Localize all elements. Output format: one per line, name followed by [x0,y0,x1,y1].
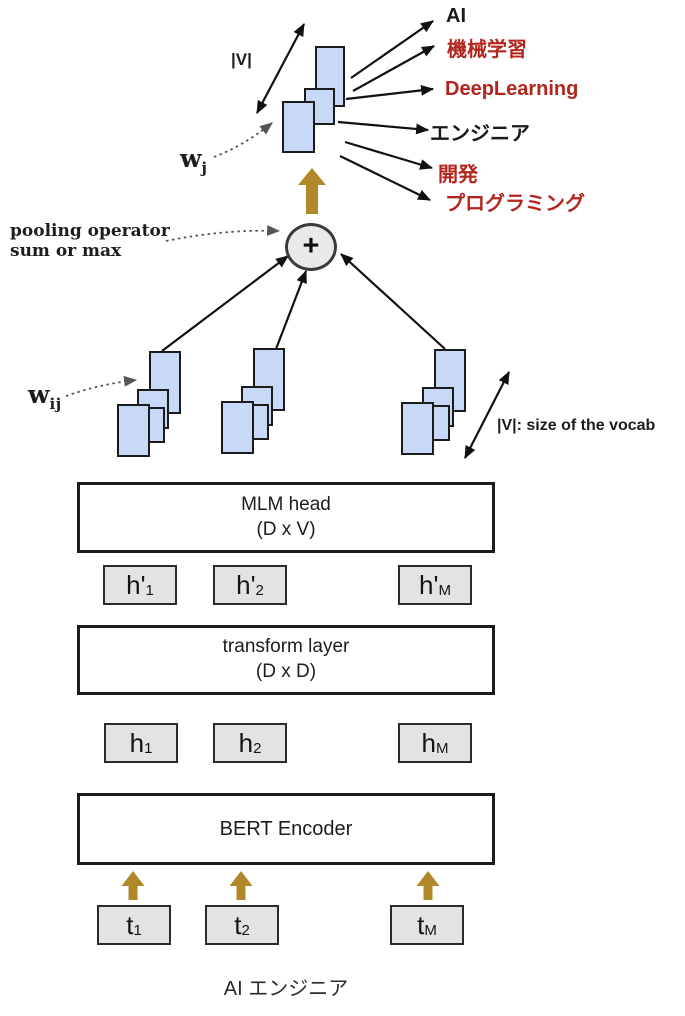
wij-base: w [28,380,50,409]
hidden-prime-2-text: h' [236,570,256,600]
token-2-text: t [234,910,242,940]
mlm-head-title: MLM head [241,493,331,515]
pooling-node: + [285,223,337,271]
hidden-prime-1-sub: 1 [145,581,154,599]
hidden-prime-2-box: h'2 [213,565,287,605]
pooling-input-arrows [161,253,446,352]
token-m-text: t [417,910,425,940]
wj-base: w [180,144,202,173]
prediction-label-deeplearning: DeepLearning [445,78,579,100]
hidden-prime-1-text: h' [126,570,146,600]
token-input-arrows [121,871,440,900]
prediction-label-ai: AI [446,5,466,27]
wj-subscript: j [201,159,208,177]
hidden-prime-2-sub: 2 [255,581,264,599]
token-m-sub: M [424,921,437,939]
plus-icon: + [302,229,320,262]
transform-layer-box: transform layer (D x D) [77,625,495,695]
wij-pointer-dotted-arrow [65,375,138,397]
vocab-size-arrow [464,371,510,459]
transform-layer-dims: (D x D) [255,661,317,682]
wij-weight-label: wij [28,382,62,412]
hidden-prime-m-box: h'M [398,565,472,605]
input-sentence-caption: AI エンジニア [223,978,349,1000]
wij-subscript: ij [49,395,62,413]
hidden-prime-m-sub: M [438,581,451,599]
v-dimension-arrow [256,23,305,114]
pooling-label-line1: pooling operator [10,221,170,241]
prediction-label-kikaigakushu: 機械学習 [447,39,527,61]
vocab-size-label: |V|: size of the vocab [497,417,656,434]
pooling-label-line2: sum or max [10,241,122,262]
prediction-label-programming: プログラミング [445,193,585,215]
token-vector-stack-2 [221,348,285,454]
mlm-head-dims: (D x V) [256,518,316,540]
token-vector-stack-3 [401,349,466,455]
prediction-label-engineer: エンジニア [430,123,530,145]
hidden-1-sub: 1 [144,739,153,757]
token-2-sub: 2 [241,921,250,939]
mlm-head-box: MLM head (D x V) [77,482,495,553]
bert-encoder-box: BERT Encoder [77,793,495,865]
bert-encoder-title: BERT Encoder [219,818,353,840]
wj-weight-label: wj [180,146,207,176]
hidden-m-text: h [421,728,436,758]
pooling-operator-label: pooling operator sum or max [10,221,170,262]
token-vector-stack-1 [117,351,181,457]
hidden-prime-m-text: h' [419,570,439,600]
hidden-2-sub: 2 [253,739,262,757]
hidden-1-text: h [129,728,145,758]
token-1-text: t [126,910,134,940]
wj-vector-stack [282,46,345,153]
pooling-up-arrow [298,168,326,214]
hidden-prime-1-box: h'1 [103,565,177,605]
pooling-pointer-dotted-arrow [165,225,281,242]
hidden-m-sub: M [435,739,449,757]
v-dimension-label: |V| [231,50,252,69]
token-1-sub: 1 [133,921,142,939]
wj-pointer-dotted-arrow [213,122,273,158]
transform-layer-title: transform layer [222,636,350,658]
hidden-2-text: h [238,728,254,758]
prediction-arrows [337,20,435,201]
prediction-label-kaihatsu: 開発 [438,164,478,186]
